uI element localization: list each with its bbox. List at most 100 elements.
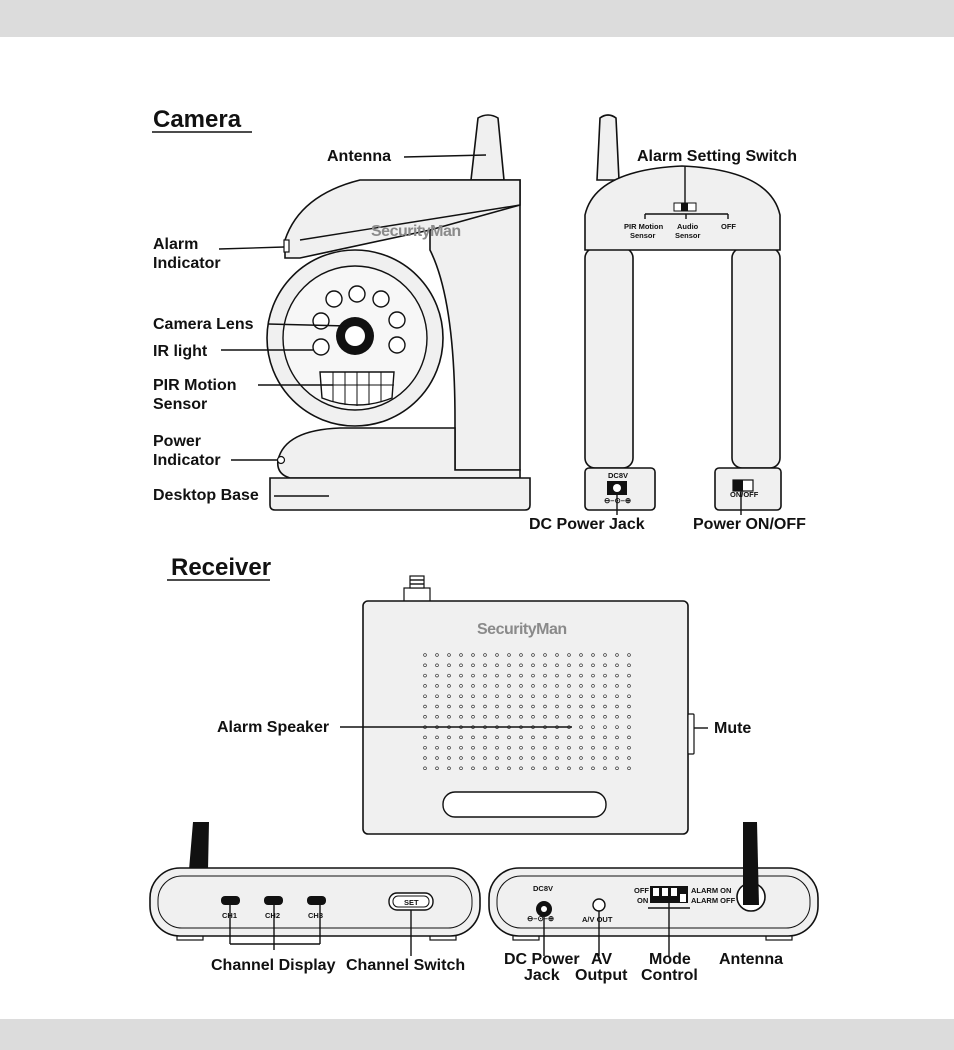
speaker-hole bbox=[603, 756, 607, 760]
speaker-hole bbox=[615, 766, 619, 771]
antenna-connector-top bbox=[409, 575, 425, 589]
speaker-hole bbox=[591, 756, 595, 760]
ir-light bbox=[348, 285, 366, 303]
top-band bbox=[0, 0, 954, 37]
speaker-hole bbox=[483, 756, 487, 760]
speaker-hole bbox=[615, 653, 619, 657]
label-av-2: Output bbox=[575, 967, 628, 984]
speaker-hole bbox=[483, 684, 487, 688]
speaker-hole bbox=[435, 745, 439, 750]
camera-front-view bbox=[266, 114, 531, 511]
speaker-hole bbox=[567, 715, 571, 719]
speaker-hole bbox=[543, 745, 547, 750]
speaker-hole bbox=[495, 715, 499, 719]
back-left-leg bbox=[584, 247, 634, 469]
receiver-dc-jack-pin bbox=[541, 906, 547, 912]
speaker-hole bbox=[423, 715, 427, 719]
speaker-hole bbox=[579, 735, 583, 740]
speaker-hole bbox=[507, 663, 511, 668]
speaker-hole bbox=[615, 663, 619, 668]
switch-label-audio-1: Audio bbox=[677, 222, 699, 231]
speaker-hole bbox=[483, 766, 487, 771]
camera-hood-shape bbox=[284, 179, 521, 259]
speaker-hole bbox=[435, 663, 439, 668]
speaker-hole bbox=[471, 766, 475, 771]
mode-dip-switch bbox=[650, 886, 688, 903]
speaker-hole bbox=[543, 694, 547, 698]
speaker-hole bbox=[615, 704, 619, 709]
speaker-hole bbox=[447, 694, 451, 698]
power-switch-knob bbox=[733, 480, 743, 491]
front-antenna bbox=[189, 822, 209, 870]
speaker-hole bbox=[615, 684, 619, 688]
switch-label-audio-2: Sensor bbox=[675, 231, 701, 240]
speaker-hole bbox=[543, 673, 547, 678]
label-alarm-indicator-1: Alarm bbox=[153, 236, 198, 253]
speaker-hole bbox=[507, 673, 511, 678]
speaker-hole bbox=[471, 756, 475, 760]
speaker-hole bbox=[447, 745, 451, 750]
speaker-hole bbox=[423, 704, 427, 709]
speaker-hole bbox=[447, 684, 451, 688]
speaker-hole bbox=[627, 694, 631, 698]
speaker-hole bbox=[459, 663, 463, 668]
speaker-hole bbox=[591, 673, 595, 678]
speaker-hole bbox=[615, 673, 619, 678]
label-av-1: AV bbox=[591, 951, 612, 968]
speaker-hole bbox=[495, 766, 499, 771]
speaker-hole bbox=[495, 756, 499, 760]
speaker-hole bbox=[435, 684, 439, 688]
ir-light bbox=[372, 290, 390, 308]
speaker-hole bbox=[435, 694, 439, 698]
speaker-hole bbox=[519, 756, 523, 760]
speaker-hole bbox=[435, 704, 439, 709]
ir-light bbox=[325, 290, 343, 308]
speaker-hole bbox=[519, 684, 523, 688]
speaker-hole bbox=[435, 673, 439, 678]
speaker-hole bbox=[459, 766, 463, 771]
camera-section-title: Camera bbox=[153, 106, 242, 133]
speaker-hole bbox=[519, 673, 523, 678]
label-power-indicator-1: Power bbox=[153, 433, 201, 450]
label-dc-power-2: Jack bbox=[524, 967, 560, 984]
speaker-hole bbox=[495, 694, 499, 698]
receiver-front-view bbox=[149, 822, 481, 956]
speaker-hole bbox=[471, 684, 475, 688]
speaker-hole bbox=[483, 694, 487, 698]
label-power-indicator-2: Indicator bbox=[153, 452, 221, 469]
speaker-hole bbox=[459, 673, 463, 678]
back-antenna-shape bbox=[596, 114, 620, 181]
receiver-back-view bbox=[488, 822, 819, 956]
speaker-hole bbox=[519, 694, 523, 698]
speaker-hole bbox=[459, 715, 463, 719]
label-pir-2: Sensor bbox=[153, 396, 207, 413]
speaker-hole bbox=[603, 673, 607, 678]
speaker-hole bbox=[603, 704, 607, 709]
speaker-hole bbox=[447, 735, 451, 740]
speaker-hole bbox=[627, 704, 631, 709]
ch2-label: CH2 bbox=[265, 911, 280, 920]
dc-polarity-symbol: ⊖–⊙–⊕ bbox=[604, 496, 632, 505]
speaker-hole bbox=[471, 704, 475, 709]
speaker-hole bbox=[555, 715, 559, 719]
speaker-hole bbox=[555, 653, 559, 657]
set-button-inner bbox=[392, 895, 430, 908]
speaker-hole bbox=[519, 745, 523, 750]
speaker-hole bbox=[447, 756, 451, 760]
speaker-hole bbox=[627, 715, 631, 719]
receiver-back-bezel bbox=[496, 875, 811, 929]
speaker-hole bbox=[567, 704, 571, 709]
alarm-setting-switch-knob bbox=[681, 203, 688, 211]
speaker-hole bbox=[519, 715, 523, 719]
speaker-hole bbox=[543, 735, 547, 740]
speaker-hole bbox=[567, 735, 571, 740]
speaker-hole bbox=[615, 756, 619, 760]
speaker-hole bbox=[579, 653, 583, 657]
speaker-hole bbox=[423, 735, 427, 740]
switch-label-pir-2: Sensor bbox=[630, 231, 656, 240]
speaker-hole bbox=[579, 725, 583, 729]
receiver-front-bezel bbox=[157, 875, 473, 929]
speaker-hole bbox=[555, 673, 559, 678]
speaker-hole bbox=[435, 715, 439, 719]
speaker-hole bbox=[627, 673, 631, 678]
